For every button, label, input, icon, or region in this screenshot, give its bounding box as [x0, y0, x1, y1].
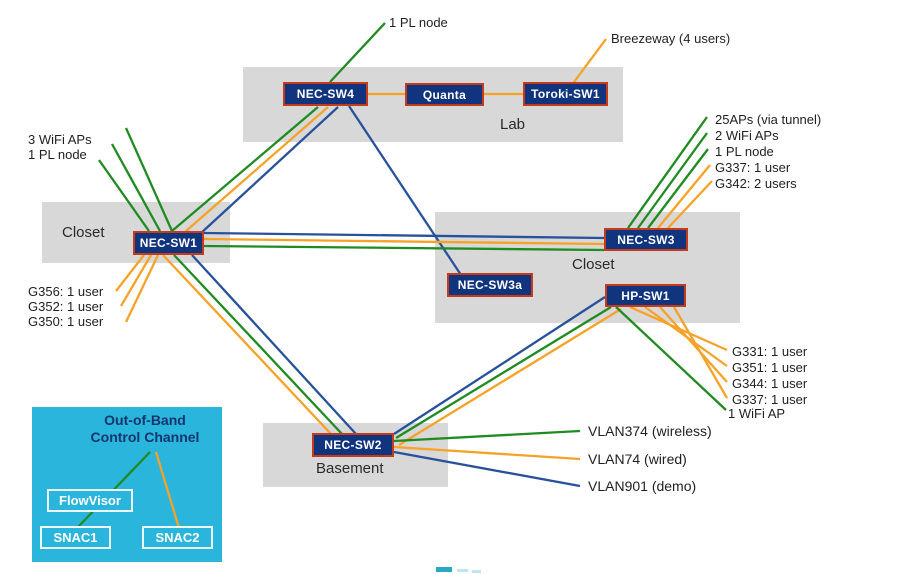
link-sw3-plnode [647, 148, 709, 229]
label-left-wifi-aps: 3 WiFi APs [28, 132, 92, 147]
link-sw1-sw2-wired [162, 254, 332, 435]
label-vlan901: VLAN901 (demo) [588, 478, 697, 494]
link-sw3-g342 [667, 180, 713, 229]
link-sw2-hpsw1-wireless [395, 306, 612, 439]
link-sw1-wifi-stub-1 [124, 127, 174, 232]
label-g351: G351: 1 user [732, 360, 808, 375]
region-label-closet-left: Closet [62, 224, 105, 241]
label-g331: G331: 1 user [732, 344, 808, 359]
label-g352: G352: 1 user [28, 299, 104, 314]
label-vlan374: VLAN374 (wireless) [588, 423, 712, 439]
link-hpsw1-wifi [615, 306, 727, 411]
link-sw4-sw3a-demo [348, 105, 462, 276]
link-sw1-sw3-demo [203, 231, 605, 240]
link-sw1-sw3-wired [203, 237, 605, 246]
label-g350: G350: 1 user [28, 314, 104, 329]
link-sw3-25aps [627, 116, 708, 229]
label-vlan74: VLAN74 (wired) [588, 451, 687, 467]
link-sw2-vlan74 [393, 445, 581, 461]
label-25aps: 25APs (via tunnel) [715, 112, 822, 127]
link-toroki-breezeway [573, 38, 607, 83]
link-sw1-wifi-stub-2 [110, 143, 162, 232]
link-sw3-g337 [657, 164, 711, 229]
cropped-caption-mark [436, 567, 452, 572]
link-sw2-vlan901 [393, 450, 581, 488]
link-sw2-hpsw1-wired [398, 308, 622, 446]
cropped-caption-mark [472, 570, 481, 573]
link-necsw4-plnode [329, 22, 386, 83]
label-left-pl-node: 1 PL node [28, 147, 87, 162]
label-2wifi-aps: 2 WiFi APs [715, 128, 779, 143]
region-label-lab: Lab [500, 116, 526, 133]
link-sw1-g352 [120, 254, 152, 307]
label-g356: G356: 1 user [28, 284, 104, 299]
label-1pl-node-right: 1 PL node [715, 144, 774, 159]
node-snac1: SNAC1 [40, 526, 111, 549]
node-hp-sw1: HP-SW1 [605, 284, 686, 307]
link-sw2-hpsw1-demo [393, 296, 606, 435]
label-g337-bottom: G337: 1 user [732, 392, 808, 407]
control-channel-title-line1: Out-of-Band [104, 412, 186, 428]
node-nec-sw1: NEC-SW1 [133, 231, 204, 255]
link-sw1-sw2-wireless [173, 254, 343, 435]
node-nec-sw3: NEC-SW3 [604, 228, 688, 251]
label-pl-node-top: 1 PL node [389, 15, 448, 30]
link-hpsw1-g337 [673, 306, 728, 399]
link-control-snac2 [154, 451, 181, 529]
node-snac2: SNAC2 [142, 526, 213, 549]
link-sw4-sw1-demo [199, 106, 339, 235]
link-sw1-sw2-demo [191, 254, 357, 435]
link-hpsw1-g344 [659, 306, 728, 383]
link-sw1-sw3-wireless [203, 244, 605, 252]
region-closet-right [435, 212, 740, 323]
node-nec-sw3a: NEC-SW3a [447, 273, 533, 297]
node-toroki-sw1: Toroki-SW1 [523, 82, 608, 106]
label-1wifi-ap: 1 WiFi AP [728, 406, 786, 421]
link-sw1-wifi-stub-3 [98, 159, 150, 232]
label-breezeway: Breezeway (4 users) [611, 31, 731, 46]
cropped-caption-mark [457, 569, 468, 572]
link-sw1-g350 [124, 254, 160, 323]
link-sw4-sw1-wired [185, 106, 329, 232]
node-nec-sw4: NEC-SW4 [283, 82, 368, 106]
link-sw1-g356 [115, 254, 145, 292]
node-quanta: Quanta [405, 83, 484, 106]
node-flowvisor: FlowVisor [47, 489, 133, 512]
node-nec-sw2: NEC-SW2 [312, 433, 394, 457]
label-g344: G344: 1 user [732, 376, 808, 391]
label-g342: G342: 2 users [715, 176, 797, 191]
region-label-basement: Basement [316, 460, 384, 477]
link-sw3-2wifi [637, 132, 708, 229]
link-sw4-sw1-wireless [171, 106, 319, 232]
control-channel-title-line2: Control Channel [90, 429, 200, 445]
region-label-closet-right: Closet [572, 256, 615, 273]
link-sw2-vlan374 [393, 429, 581, 443]
label-g337-top: G337: 1 user [715, 160, 791, 175]
